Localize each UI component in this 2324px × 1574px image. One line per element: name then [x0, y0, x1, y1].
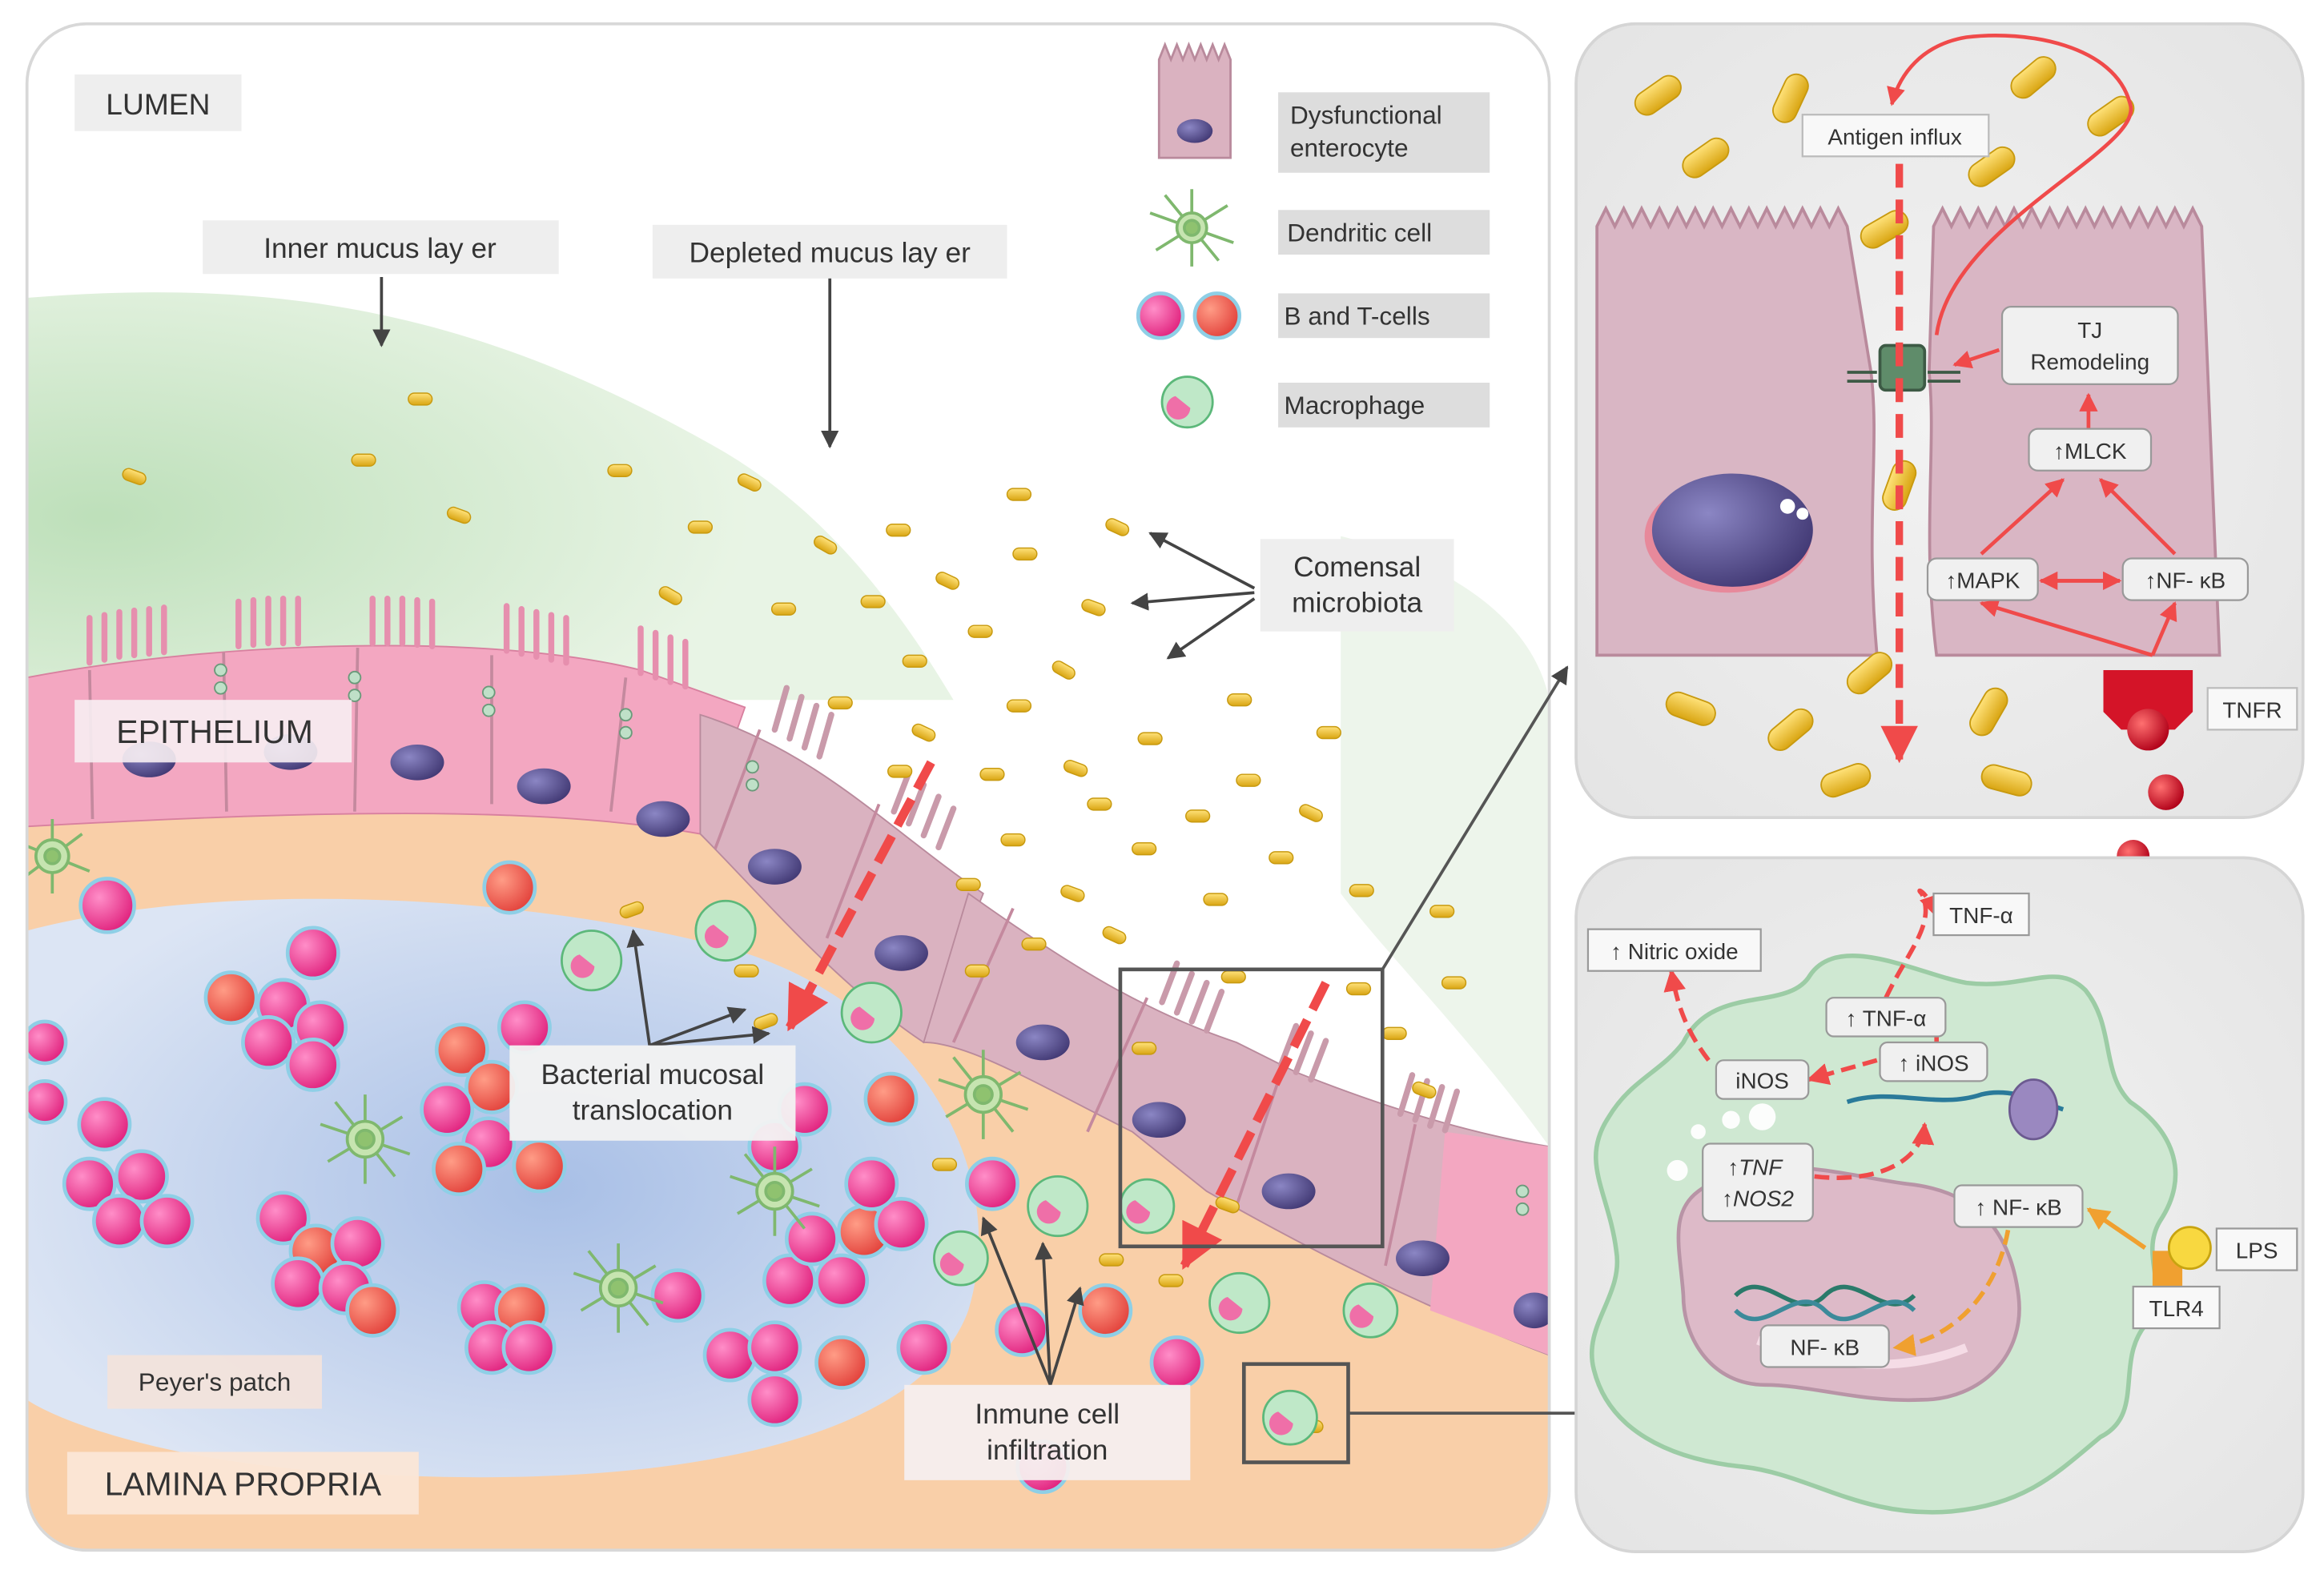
tnf-particle: [2148, 774, 2184, 810]
ribosome-icon: [2008, 1078, 2059, 1141]
legend-dendritic-cell: Dendritic cell: [1149, 189, 1490, 267]
infiltration-label-line1: Inmune cell: [975, 1399, 1120, 1430]
annotation-arrows: [372, 276, 1256, 1386]
macrophage-panel: ↑ Nitric oxide TNF-α ↑ TNF-α ↑ iNOS iNOS…: [1574, 856, 2305, 1553]
legend-label-enterocyte-1: Dysfunctional: [1290, 100, 1442, 129]
commensal-label-box: [1260, 539, 1454, 632]
lamina-propria-label: LAMINA PROPRIA: [105, 1465, 382, 1502]
legend-dysfunctional-enterocyte: Dysfunctional enterocyte: [1157, 42, 1490, 173]
nos2-gene-label: ↑NOS2: [1722, 1187, 1794, 1211]
legend-label-dendritic: Dendritic cell: [1287, 218, 1432, 247]
tnf-alpha-out-label: TNF-α: [1949, 903, 2013, 928]
nfkb-nuclear-label: NF- κB: [1790, 1335, 1860, 1360]
lamina-propria-label-box: [66, 1452, 419, 1515]
tj-pathway-arrows: [1880, 34, 2177, 764]
tj-panel: Antigen influx TJ Remodeling ↑MLCK ↑MAPK…: [1574, 22, 2305, 819]
peyers-patch-label: Peyer's patch: [139, 1367, 292, 1396]
translocation-label-line1: Bacterial mucosal: [541, 1059, 764, 1090]
depleted-mucus-label: Depleted mucus lay er: [689, 237, 971, 268]
macrophages: [561, 899, 1399, 1446]
infiltration-label-box: [904, 1384, 1191, 1480]
macrophage-pathway-arrows: [1663, 888, 2147, 1356]
legend-b-t-cells: B and T-cells: [1136, 291, 1490, 340]
lumen-label-box: [74, 74, 242, 131]
translocation-label-box: [509, 1045, 796, 1141]
dendritic-cells: [26, 818, 1029, 1333]
inner-mucus-label: Inner mucus lay er: [263, 233, 497, 264]
epithelium: [26, 595, 1550, 1356]
macrophage-icon: [1160, 375, 1214, 429]
tnfr-label: TNFR: [2222, 698, 2282, 723]
inos-up-label: ↑ iNOS: [1898, 1050, 1968, 1075]
depleted-mucus-label-box: [652, 224, 1007, 279]
tnfr-receptor: [2103, 669, 2193, 751]
inset-connector-top: [1381, 665, 1569, 970]
inner-mucus-label-box: [203, 220, 559, 275]
mlck-label: ↑MLCK: [2053, 439, 2127, 464]
tnf-gene-label: ↑TNF: [1727, 1155, 1783, 1180]
antigen-influx-label: Antigen influx: [1827, 124, 1961, 149]
legend-label-macrophage: Macrophage: [1285, 391, 1425, 420]
lumen-label: LUMEN: [106, 87, 210, 121]
inner-mucus-layer: [26, 292, 954, 701]
nfkb-up-label: ↑ NF- κB: [1975, 1195, 2061, 1220]
dendritic-cell-icon: [1149, 189, 1234, 267]
tj-bacteria: [1634, 56, 2135, 798]
t-cell-icon: [1192, 291, 1242, 340]
nfkb-label: ↑NF- κB: [2145, 568, 2225, 593]
commensal-label-line2: microbiota: [1292, 587, 1422, 618]
infiltration-label-line2: infiltration: [987, 1435, 1108, 1466]
translocation-arrows: [786, 760, 1330, 1270]
main-labels: LUMEN EPITHELIUM LAMINA PROPRIA Peyer's …: [66, 74, 1454, 1515]
commensal-label-line1: Comensal: [1293, 552, 1421, 583]
tj-left-nucleus: [1651, 473, 1813, 587]
b-cell-icon: [1136, 291, 1185, 340]
lps-label: LPS: [2236, 1239, 2278, 1263]
translocation-label-line2: translocation: [573, 1095, 733, 1126]
legend-macrophage: Macrophage: [1160, 375, 1490, 429]
legend-label-enterocyte-2: enterocyte: [1290, 133, 1409, 162]
tj-remodeling-label-1: TJ: [2077, 318, 2102, 343]
legend-label-bt: B and T-cells: [1285, 301, 1430, 330]
lps-icon: [2167, 1226, 2212, 1271]
enterocyte-icon: [1157, 42, 1232, 159]
inos-label: iNOS: [1735, 1069, 1789, 1094]
legend: Dysfunctional enterocyte Dendritic cell …: [1136, 42, 1490, 429]
peyers-patch-label-box: [107, 1355, 322, 1409]
tj-remodeling-label-2: Remodeling: [2030, 349, 2149, 374]
mapk-label: ↑MAPK: [1945, 568, 2020, 593]
zoom-box-epithelium: [1118, 967, 1385, 1249]
tnf-alpha-up-label: ↑ TNF-α: [1846, 1006, 1927, 1031]
nitric-oxide-label: ↑ Nitric oxide: [1610, 939, 1739, 964]
epithelium-label-box: [74, 700, 352, 763]
tlr4-label: TLR4: [2149, 1296, 2204, 1321]
epithelium-label: EPITHELIUM: [116, 713, 312, 750]
